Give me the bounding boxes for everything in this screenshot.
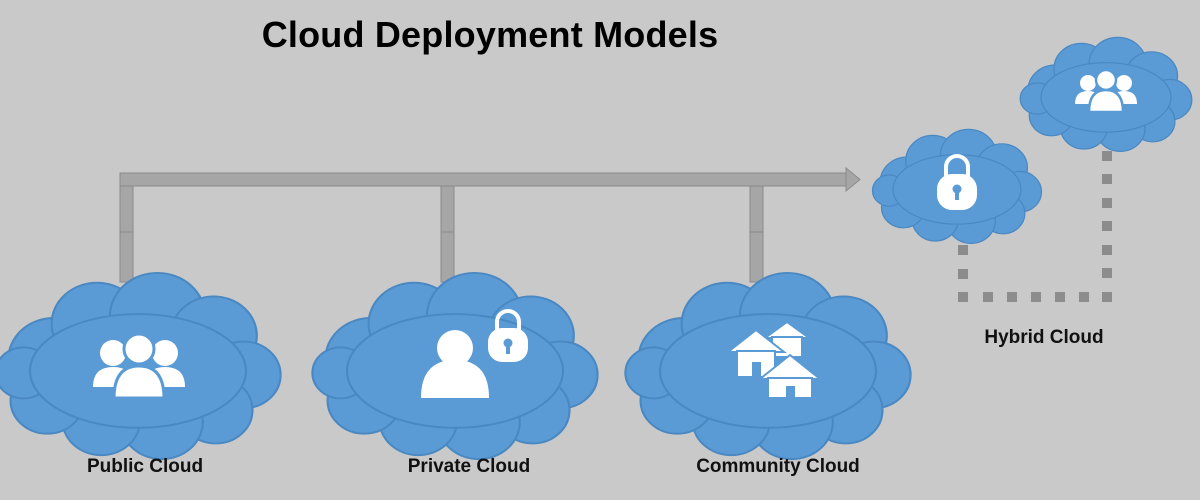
public-cloud (0, 271, 282, 461)
diagram-title: Cloud Deployment Models (261, 14, 719, 55)
hybrid-cloud-label: Hybrid Cloud (984, 327, 1104, 348)
public-cloud-label: Public Cloud (86, 456, 204, 477)
hybrid-public-cloud (1019, 36, 1193, 153)
hybrid-private-cloud (871, 128, 1043, 245)
private-cloud-label: Private Cloud (407, 456, 531, 477)
private-cloud (311, 271, 599, 461)
padlock-icon (937, 154, 977, 210)
connector-post-private (440, 185, 455, 283)
connector-post-community (749, 185, 764, 283)
hybrid-dotted-connector (958, 151, 1112, 302)
houses-icon (725, 320, 823, 399)
community-cloud-label: Community Cloud (696, 456, 860, 477)
community-cloud (624, 271, 912, 461)
people-group-icon (93, 332, 185, 400)
connector-post-public (119, 185, 134, 283)
timeline-arrow (119, 166, 861, 193)
people-group-icon (1075, 68, 1137, 114)
person-with-lock-icon (421, 309, 528, 398)
